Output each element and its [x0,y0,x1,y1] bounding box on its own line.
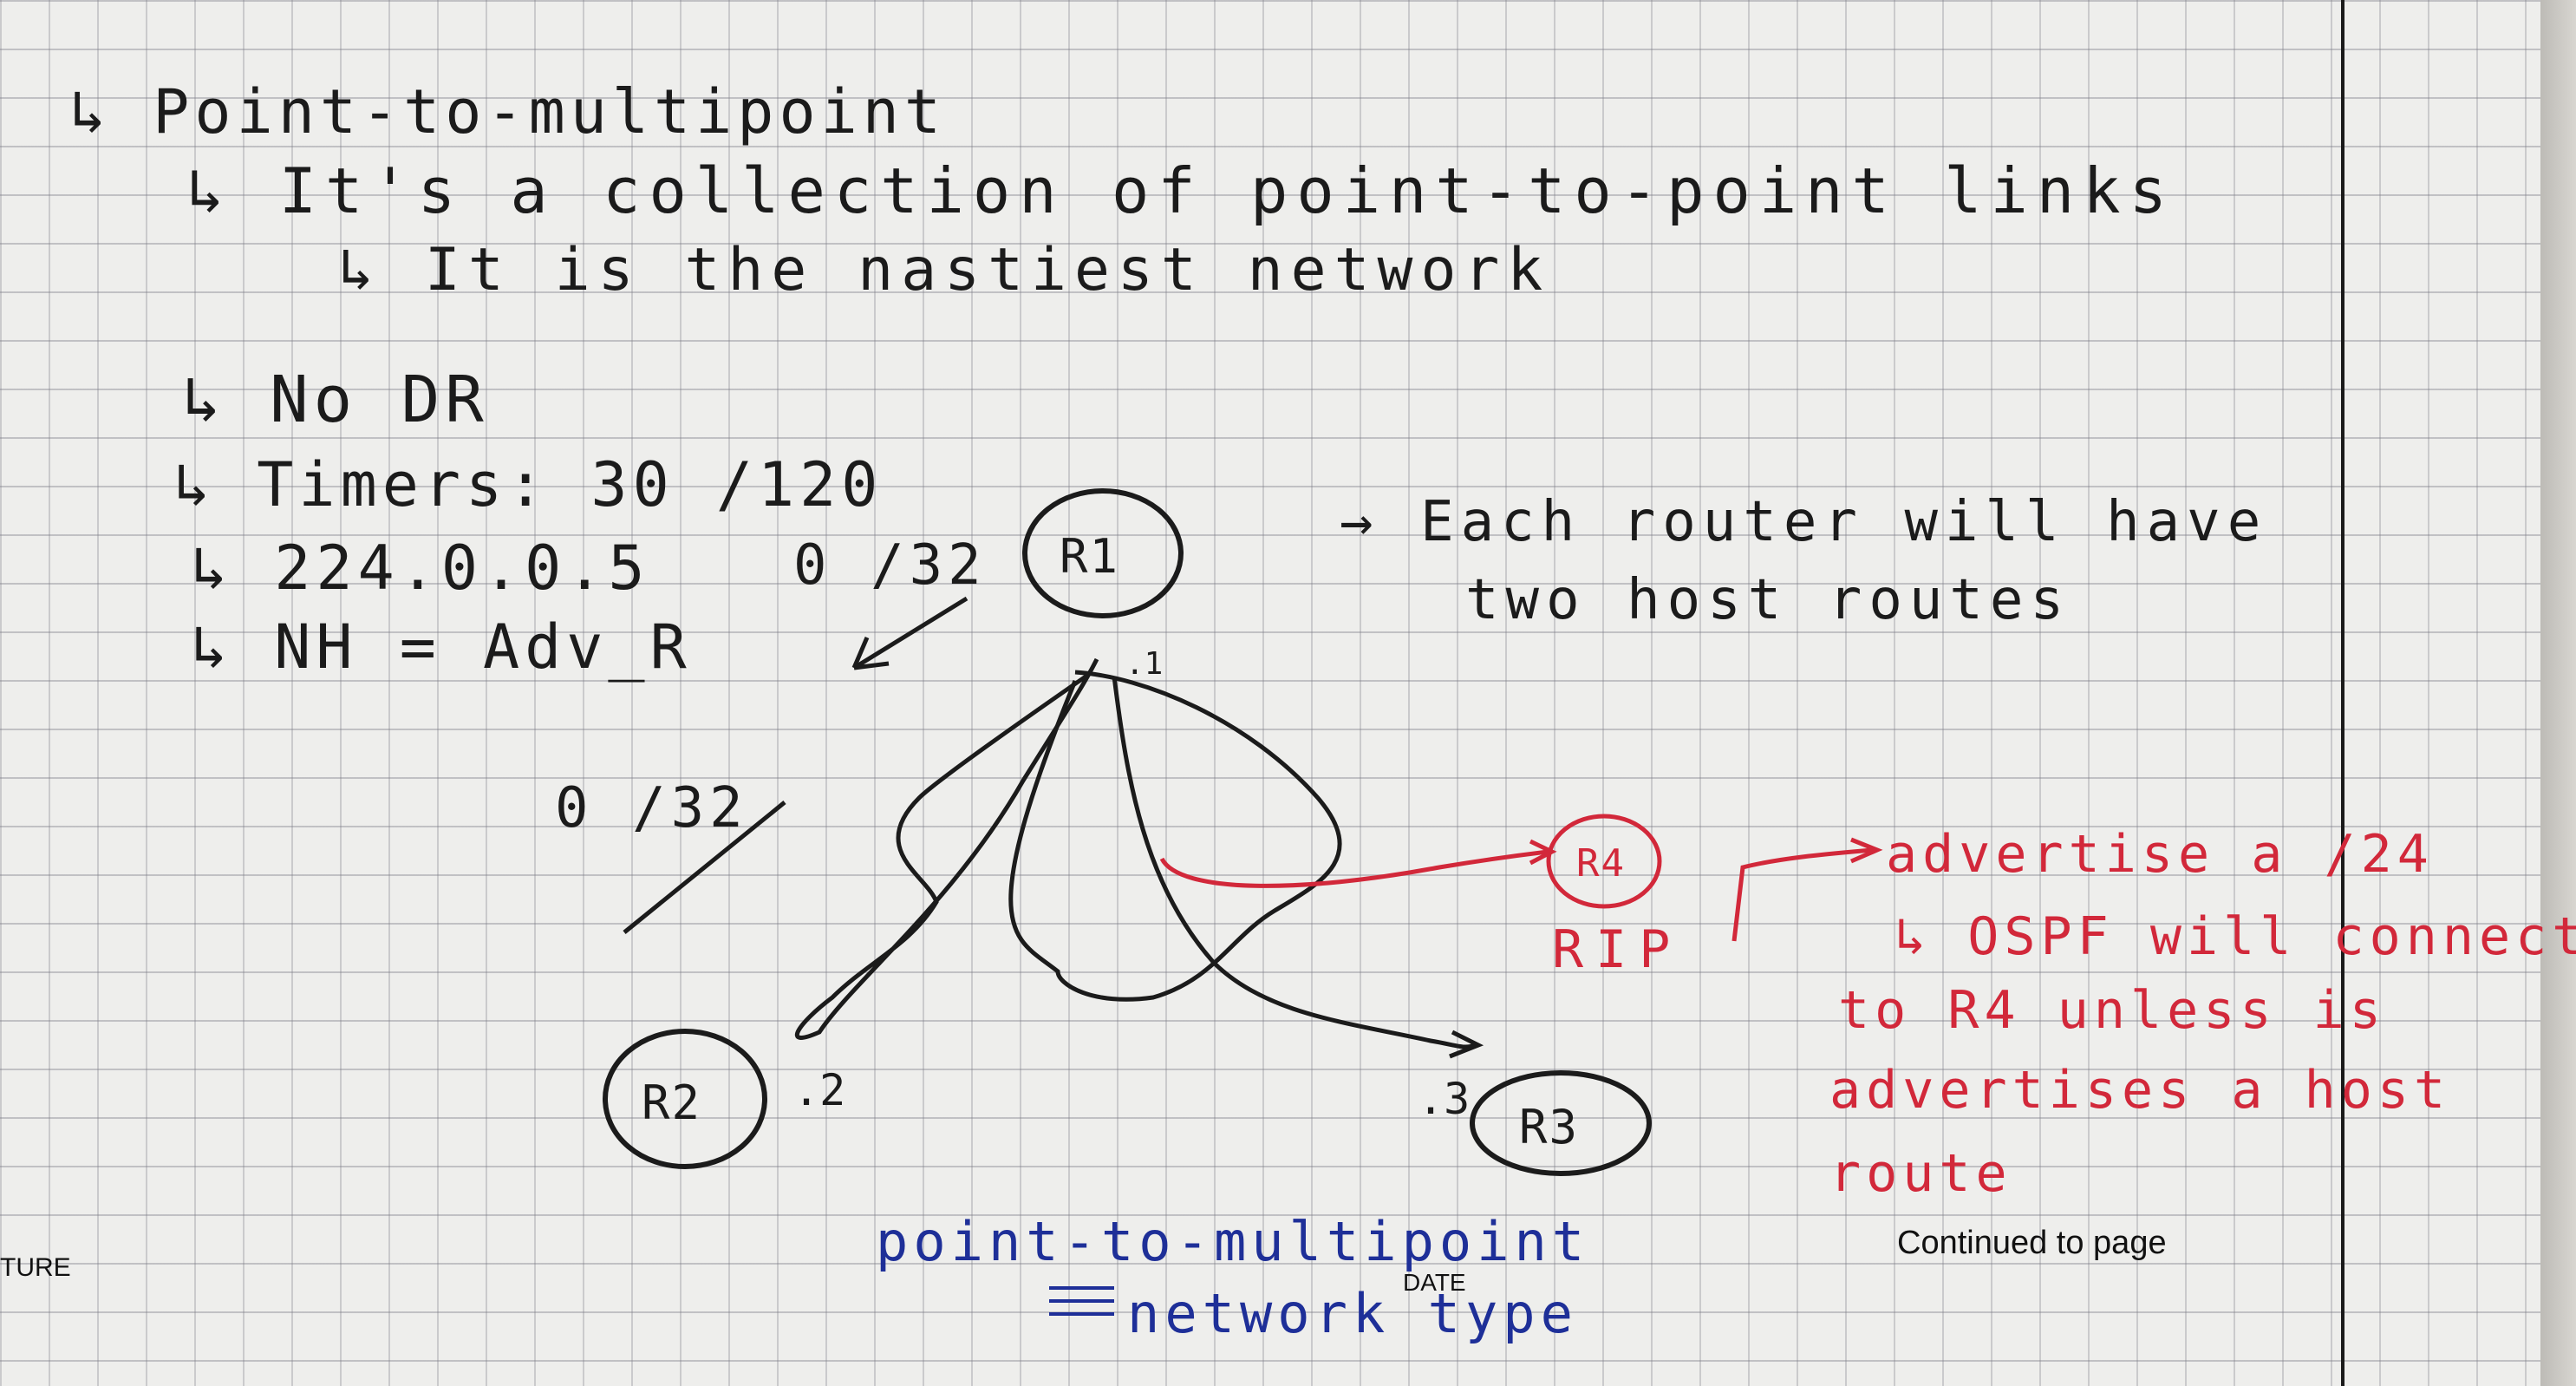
r4-arrowhead [1529,839,1557,866]
red-note-advertise: advertise a /24 [1886,824,2434,885]
mask-arrow-left [623,801,786,934]
margin-line [2341,0,2344,1386]
r3-address: .3 [1418,1074,1471,1124]
mask-arrow-top [852,596,968,670]
page-edge [2540,0,2576,1386]
r3-circle [1470,1070,1652,1176]
rip-label: RIP [1552,919,1683,980]
note-host-routes-2: two host routes [1465,568,2071,632]
r1-circle [1022,488,1184,618]
link-r1-loop [1008,670,1342,1002]
r4-arrow [1159,849,1549,888]
note-host-routes-1: → Each router will have [1340,490,2268,554]
footer-date-label: DATE [1403,1269,1466,1296]
blue-note-line1: point-to-multipoint [876,1210,1590,1273]
red-note-route: route [1829,1143,2012,1204]
router-label-r3: R3 [1519,1100,1580,1154]
footer-signature-fragment: TURE [0,1253,71,1282]
router-label-r2: R2 [642,1075,702,1130]
link-r1-r3 [1112,676,1476,1049]
r1-address: .1 [1125,646,1164,682]
r4-circle [1546,814,1662,909]
red-note-to-r4: to R4 unless is [1838,980,2386,1041]
note-heading: ↳ Point-to-multipoint [69,76,947,147]
red-note-advertises: advertises a host [1829,1060,2451,1121]
router-label-r1: R1 [1060,529,1120,584]
advertise-arrowhead [1850,837,1883,864]
router-label-r4: R4 [1576,841,1626,886]
red-note-ospf: ↳ OSPF will connect [1895,906,2576,967]
link-r1-r3-arrowhead [1449,1030,1484,1059]
note-multicast: ↳ 224.0.0.5 [191,533,650,604]
continued-to-page: Continued to page [1897,1225,2167,1261]
mask-label-left: 0 /32 [555,776,748,840]
mask-arrowhead-top [851,637,890,670]
note-line-nastiest: ↳ It is the nastiest network [338,236,1551,304]
note-no-dr: ↳ No DR [182,363,489,437]
note-nh: ↳ NH = Adv_R [191,611,692,683]
r2-address: .2 [793,1065,846,1115]
note-timers: ↳ Timers: 30 /120 [173,449,884,520]
link-r1-r2 [794,657,1099,1040]
note-line-collection: ↳ It's a collection of point-to-point li… [186,154,2175,227]
advertise-arrow [1731,847,1874,942]
blue-strike [1049,1286,1114,1316]
r2-circle [603,1029,767,1169]
blue-note-line2: network type [1127,1282,1578,1345]
mask-label-top: 0 /32 [793,533,987,598]
